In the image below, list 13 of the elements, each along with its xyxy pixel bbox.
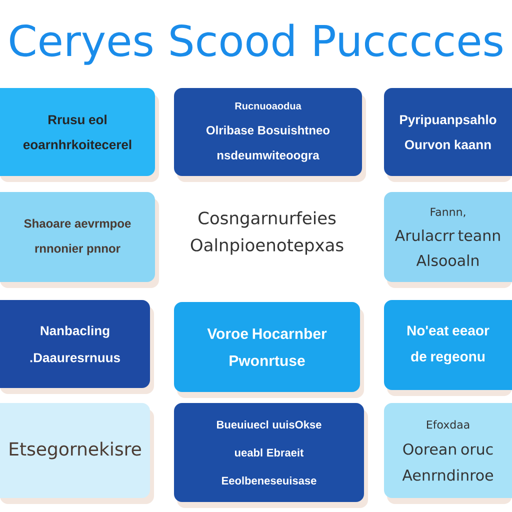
info-box: Etsegornekisre xyxy=(0,403,154,504)
info-box: Voroe Hocarnber Pwonrtuse xyxy=(174,302,364,398)
info-box: No'eat eeaor de regeonu xyxy=(384,300,512,396)
info-box: Nanbacling .Daauresrnuus xyxy=(0,300,154,394)
info-box: Fannn, Arulacrr teann Alsooaln xyxy=(384,192,512,288)
info-box: Pyripuanpsahlo Ourvon kaann xyxy=(384,88,512,182)
title: Ceryes Scood Pucccces xyxy=(10,24,502,65)
info-box: Bueuiuecl uuisOkse ueabl Ebraeit Eeolbeneseuisase xyxy=(174,403,368,508)
info-box: Efoxdaa Oorean oruc Aenrndinroe xyxy=(384,403,512,504)
grid-text: Cosngarnurfeies Oalnpioenotepxas xyxy=(190,211,344,255)
info-box: Shaoare aevrmpoe rnnonier pnnor xyxy=(0,192,159,288)
info-box: Rucnuoaodua Olribase Bosuishtneo nsdeumwiteoogra xyxy=(174,88,366,182)
info-box: Rrusu eol eoarnhrkoitecerel xyxy=(0,88,159,182)
